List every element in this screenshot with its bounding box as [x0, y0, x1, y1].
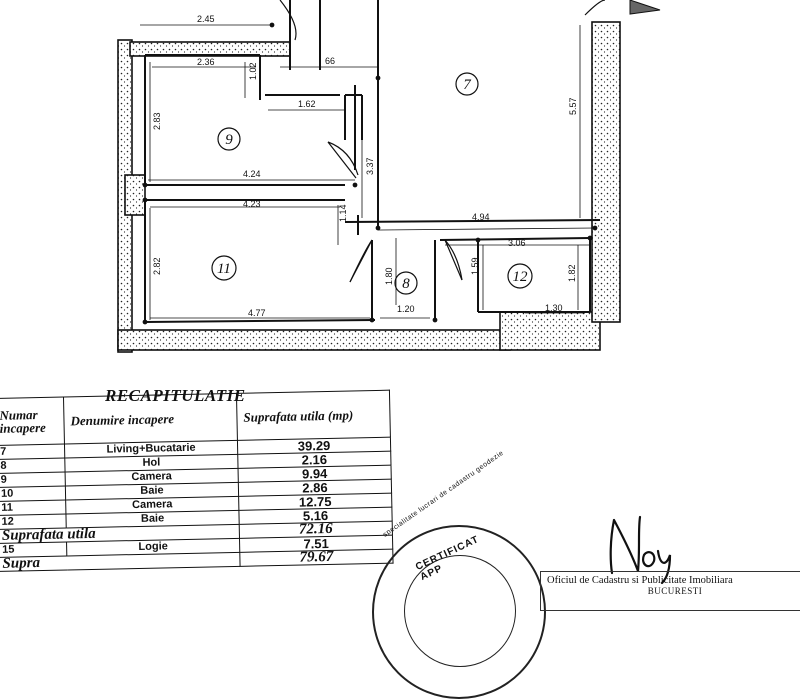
office-stamp-box: Oficiul de Cadastru si Publicitate Imobi…: [540, 571, 800, 611]
wall-pillar: [124, 174, 146, 216]
cell-number: 9: [0, 471, 66, 488]
north-arrow-icon: [629, 0, 661, 15]
dim-label: 4.94: [472, 212, 490, 222]
dim-label: 1.14: [338, 204, 348, 222]
dimension-labels: 2.45 2.36 1.02 66 1.62 2.83 3.37 5.57 4.…: [152, 14, 578, 318]
dim-label: 2.83: [152, 112, 162, 130]
room-number: 12: [513, 269, 529, 285]
official-stamp: specialitate lucrari de cadastru geodezi…: [372, 450, 546, 699]
dim-label: 1.80: [384, 267, 394, 285]
room-circle: [394, 271, 418, 295]
door-swings: [279, 0, 606, 283]
room-number: 11: [217, 261, 231, 277]
floor-plan: 2.45 2.36 1.02 66 1.62 2.83 3.37 5.57 4.…: [117, 0, 661, 353]
cell-number: 8: [0, 457, 66, 474]
header-name: Denumire incapere: [63, 393, 238, 444]
wall-south: [117, 329, 511, 351]
room-number: 7: [463, 77, 472, 93]
office-line2: BUCURESTI: [647, 586, 703, 596]
total-area-value: 79.67: [239, 549, 394, 567]
dim-label: 2.36: [197, 57, 215, 67]
dim-label: 2.45: [197, 14, 215, 24]
wall-north-west: [129, 41, 291, 57]
recap-title: RECAPITULATIE: [105, 386, 246, 405]
dim-label: 1.82: [567, 264, 577, 282]
dim-label: 66: [325, 56, 335, 66]
dim-label: 4.77: [248, 308, 266, 318]
dim-label: 4.24: [243, 169, 261, 179]
cell-number: 11: [0, 499, 66, 516]
header-area: Suprafata utila (mp): [236, 390, 391, 441]
room-circle: [507, 263, 533, 289]
total-area-label: Supra: [0, 552, 241, 572]
dim-label: 3.06: [508, 238, 526, 248]
dim-label: 5.57: [568, 97, 578, 115]
room-number: 9: [225, 132, 233, 148]
dim-label: 1.20: [397, 304, 415, 314]
wall-south-east: [499, 311, 601, 351]
exterior-walls: [117, 21, 621, 353]
dim-label: 1.62: [298, 99, 316, 109]
wall-east: [591, 21, 621, 323]
recap-table: Numar incapere Denumire incapere Suprafa…: [0, 390, 394, 572]
room-circle: [211, 255, 237, 281]
room-circle: [217, 127, 241, 151]
office-line1: Oficiul de Cadastru si Publicitate Imobi…: [547, 575, 733, 586]
dim-label: 1.59: [470, 257, 480, 275]
cell-number: 10: [0, 485, 66, 502]
interior-walls: [144, 0, 601, 323]
cell-number: 7: [0, 443, 65, 460]
room-markers: 7 9 8 11 12: [211, 72, 533, 295]
dimension-lines: [140, 22, 598, 325]
dim-label: 3.37: [365, 157, 375, 175]
dim-label: 4.23: [243, 199, 261, 209]
room-number: 8: [402, 276, 410, 292]
header-number: Numar incapere: [0, 397, 65, 446]
table-header-row: Numar incapere Denumire incapere Suprafa…: [0, 390, 391, 446]
dim-label: 1.30: [545, 303, 563, 313]
dim-label: 1.02: [248, 62, 258, 80]
stamp-ring-text: specialitate lucrari de cadastru geodezi…: [382, 449, 506, 539]
dim-label: 2.82: [152, 257, 162, 275]
room-circle: [455, 72, 479, 96]
